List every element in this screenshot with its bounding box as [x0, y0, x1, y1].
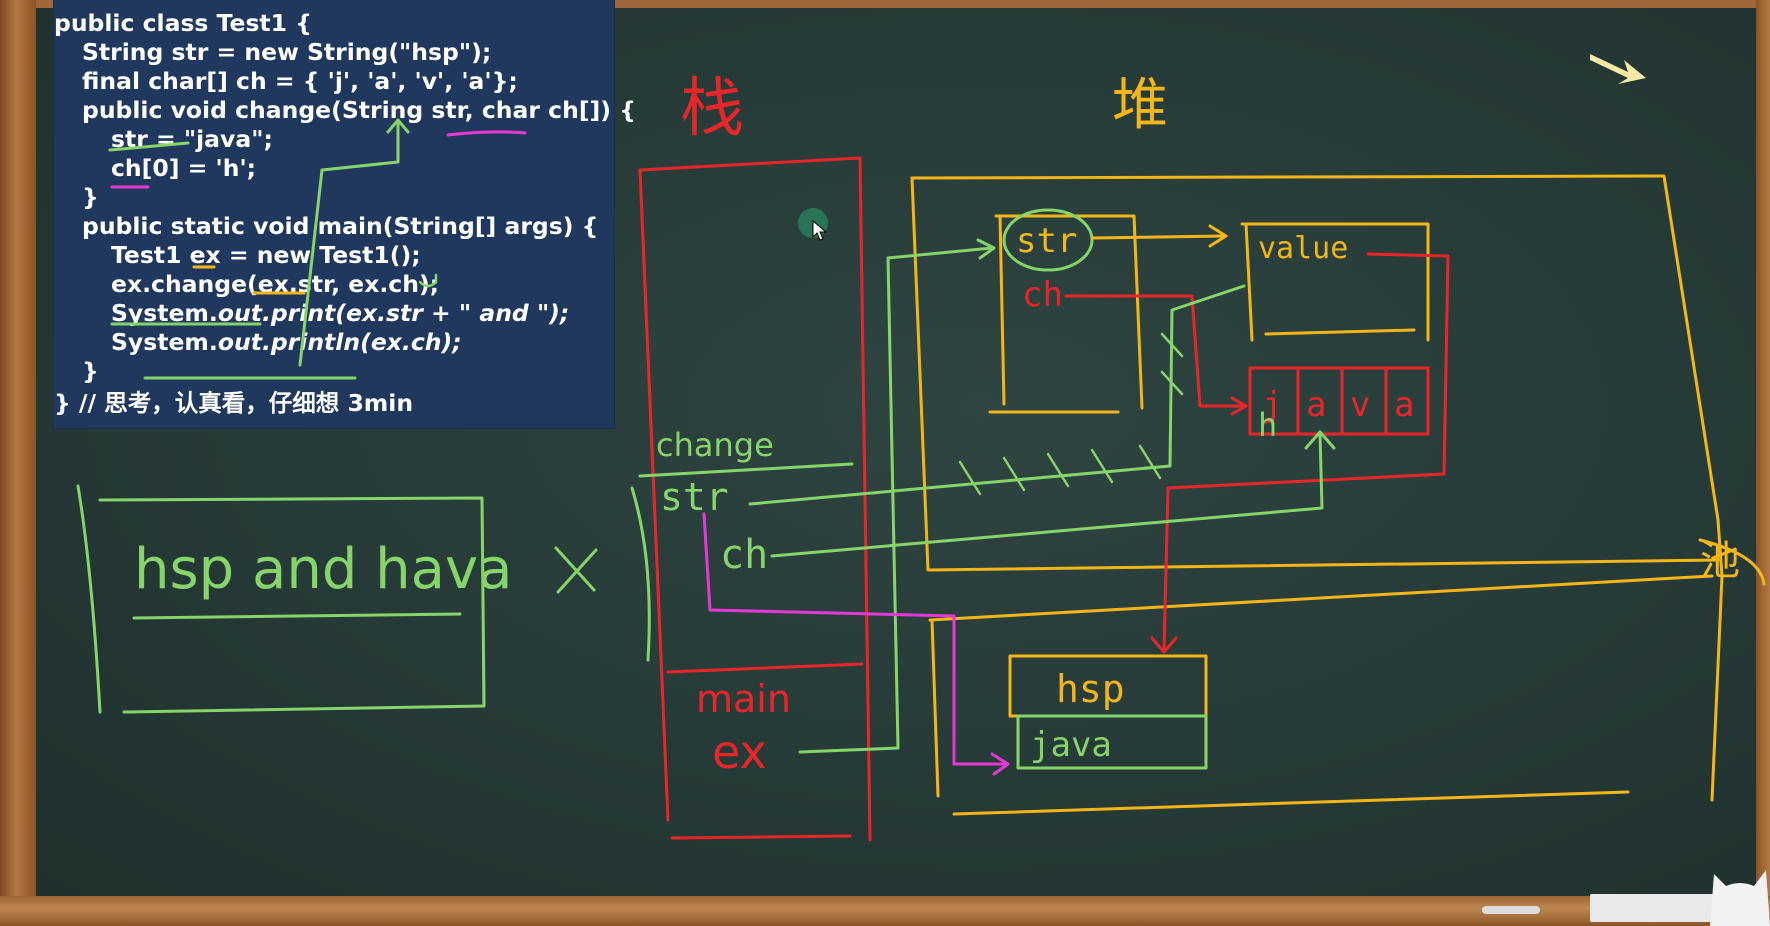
code-line-14: } // 思考，认真看，仔细想 3min	[54, 389, 414, 417]
mouse-cursor-icon	[812, 220, 828, 241]
code-line-5: str = "java";	[111, 125, 273, 153]
code-line-2: String str = new String("hsp");	[82, 38, 492, 66]
code-line-9: Test1 ex = new Test1();	[111, 241, 421, 269]
cat-logo-icon	[1710, 870, 1770, 926]
frame-main-label: main	[696, 677, 791, 721]
frame-ch-label: ch	[720, 532, 768, 578]
board-frame-top	[0, 0, 1770, 8]
pool-bracket	[1698, 538, 1766, 586]
heap-label: 堆	[1112, 73, 1168, 138]
stack-bottom	[670, 834, 852, 840]
str-to-value-arrow	[1090, 234, 1226, 240]
heap-outline	[910, 174, 1724, 802]
pool-label: 池	[1700, 538, 1740, 584]
object-box	[988, 214, 1144, 414]
change-frame-brace	[630, 486, 651, 662]
char-array-dividers	[1296, 366, 1388, 436]
arrow-head	[1230, 396, 1248, 416]
underline-mark	[108, 141, 190, 152]
board-frame-left	[0, 0, 36, 926]
code-line-8: public static void main(String[] args) {	[82, 212, 599, 240]
code-line-3: final char[] ch = { 'j', 'a', 'v', 'a'};	[82, 67, 518, 95]
underline-mark	[446, 130, 527, 137]
answer-brace	[76, 484, 102, 714]
green-arrow	[298, 122, 400, 367]
change-ch-arrow	[770, 432, 1324, 558]
code-line-10: ex.change(ex.str, ex.ch);	[111, 270, 440, 298]
pool-hsp-label: hsp	[1056, 667, 1125, 711]
frame-ex-label: ex	[712, 725, 767, 779]
answer-underline	[132, 612, 462, 620]
stack-label: 栈	[680, 72, 744, 146]
value-cell-label: value	[1258, 231, 1348, 266]
crossout-marks	[958, 444, 1162, 496]
code-line-1: public class Test1 {	[54, 9, 312, 37]
str-cell-circle	[1002, 208, 1094, 272]
code-line-6: ch[0] = 'h';	[111, 154, 257, 182]
array-char-2: v	[1350, 385, 1370, 425]
change-str-arrow	[748, 284, 1246, 506]
str-cell-label: str	[1016, 221, 1077, 261]
array-overwrite-char: h	[1258, 406, 1277, 444]
board-frame-right	[1756, 0, 1770, 926]
array-char-0: j	[1262, 385, 1282, 425]
frame-change-label: change	[656, 426, 774, 464]
stack-left	[638, 168, 670, 822]
ex-to-object-arrow	[798, 246, 994, 754]
answer-text: hsp and hava	[134, 537, 512, 602]
arrow-head	[1150, 636, 1178, 654]
pool-java-box	[1016, 714, 1208, 770]
code-panel: public class Test1 { String str = new St…	[54, 0, 636, 428]
eraser	[1590, 894, 1720, 922]
arrow-head	[976, 238, 996, 260]
arrow-icon	[1590, 54, 1646, 84]
arrow-head	[990, 752, 1010, 776]
answer-box	[98, 496, 486, 714]
change-frame-top	[638, 462, 854, 478]
code-line-13: }	[82, 357, 99, 385]
frame-str-label: str	[660, 475, 729, 519]
code-token-italic: .println(ex.ch);	[261, 328, 462, 356]
code-line-12: System.out.println(ex.ch);	[111, 328, 462, 356]
constant-pool-top	[928, 574, 1714, 622]
code-line-11: System.out.print(ex.str + " and ");	[111, 299, 570, 327]
constant-pool-outline	[930, 618, 1630, 816]
char-array-box	[1248, 366, 1430, 436]
value-to-hsp-arrow	[1162, 252, 1450, 652]
ch-to-array-arrow	[1064, 294, 1246, 408]
code-token: System.	[111, 328, 218, 356]
code-token: System.	[111, 299, 218, 327]
chalk-piece	[1482, 906, 1540, 914]
main-frame-top	[666, 662, 864, 674]
ch-cell-label: ch	[1022, 275, 1063, 315]
code-line-4: public void change(String str, char ch[]…	[82, 96, 636, 124]
array-char-1: a	[1306, 385, 1326, 425]
code-line-7: }	[82, 183, 99, 211]
board-frame-bottom	[0, 896, 1770, 926]
change-str-to-java-arrow	[702, 512, 1008, 766]
arrow-head	[1304, 430, 1336, 450]
heap-lower	[910, 176, 1720, 572]
green-arrow-head	[386, 118, 410, 134]
code-token-italic: out	[217, 328, 262, 356]
string-object-box	[1240, 222, 1430, 342]
crossout-marks	[1160, 332, 1184, 396]
chalk-mark	[418, 273, 438, 288]
arrow-head	[1208, 224, 1228, 248]
pool-java-label: java	[1030, 725, 1112, 765]
code-token-italic: out	[217, 299, 262, 327]
code-token-italic: .print(ex.str + " and ");	[261, 299, 570, 327]
array-char-3: a	[1394, 385, 1414, 425]
wrong-mark-strokes	[554, 546, 598, 594]
